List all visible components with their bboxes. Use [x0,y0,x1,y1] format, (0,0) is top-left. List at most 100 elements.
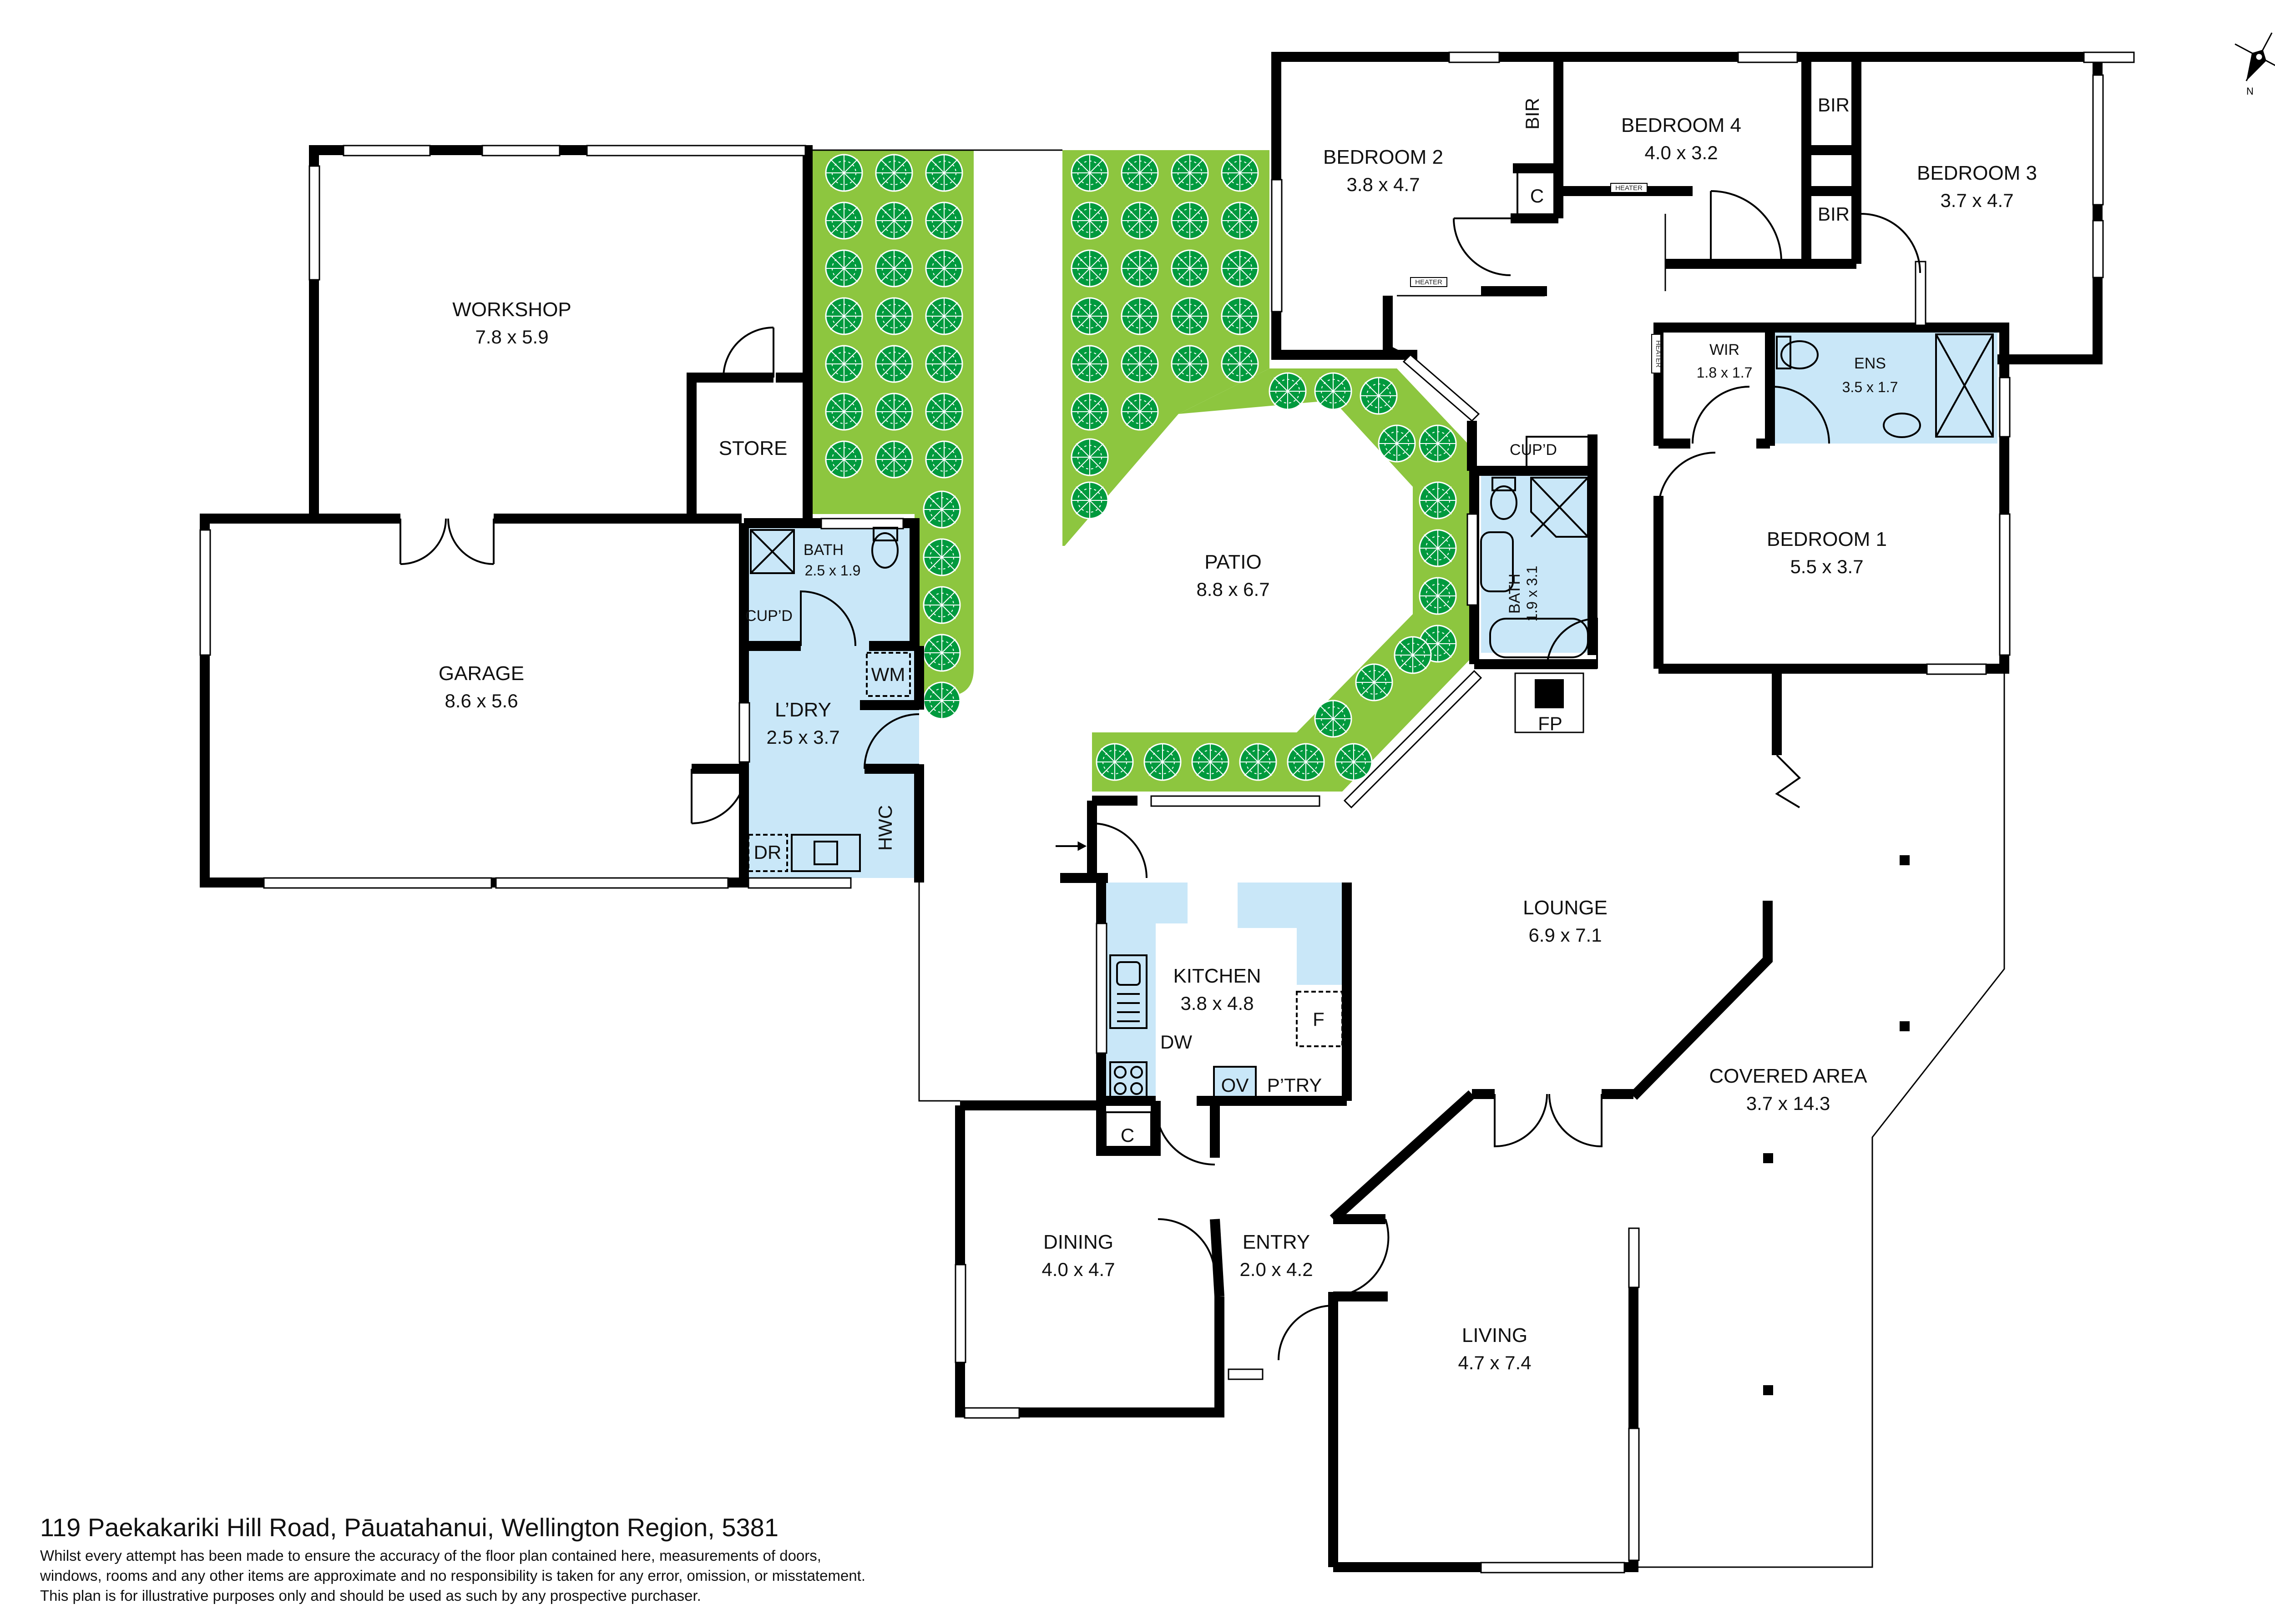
label-c: C [1121,1125,1134,1146]
room-name-kitchen: KITCHEN [1173,965,1261,987]
disclaimer: Whilst every attempt has been made to en… [40,1546,1041,1606]
shrub [825,393,863,431]
shrub [825,440,863,479]
shrub [1221,154,1259,192]
shrub [1143,743,1182,781]
shrub [925,297,963,335]
shrub [1071,345,1109,383]
label-ptry: P’TRY [1267,1074,1322,1096]
shrub [1071,202,1109,240]
room-dim-kitchen: 3.8 x 4.8 [1180,993,1254,1014]
fixture-labels: BIR BIR BIR C C WM HWC DR FP DW F OV P’T… [754,94,1850,1146]
shrub [1355,663,1393,701]
disclaimer-line: Whilst every attempt has been made to en… [40,1547,821,1564]
label-bir: BIR [1818,203,1850,225]
shrub [1171,202,1209,240]
room-dim-laundry: 2.5 x 3.7 [766,726,839,748]
shrub [1221,249,1259,287]
label-wm: WM [871,664,905,685]
room-name-cupd: CUP’D [745,607,793,625]
shrub [1269,372,1307,410]
label-bir: BIR [1818,94,1850,116]
room-dim-bedroom-3: 3.7 x 4.7 [1940,190,2013,211]
heater-label: HEATER [1615,184,1643,192]
shrub [1171,345,1209,383]
shrub [1378,424,1416,463]
windows [199,51,2135,1574]
room-name-entry: ENTRY [1243,1231,1310,1253]
covered-area-posts [1763,855,1910,1395]
compass-icon [2235,32,2275,81]
room-name-bedroom-3: BEDROOM 3 [1917,162,2037,184]
shrub [925,345,963,383]
wall-break-symbol [1775,754,1801,808]
room-dim-ens: 3.5 x 1.7 [1842,379,1898,395]
shrub [1071,393,1109,431]
shrub [1121,297,1159,335]
shrub [1239,743,1277,781]
room-name-garage: GARAGE [439,662,524,685]
label-fp: FP [1538,713,1562,734]
shrub [923,586,961,624]
covered-area-outline [808,149,2005,1568]
shrub [1394,636,1432,674]
room-name-store: STORE [719,437,788,459]
room-dim-bath: 2.5 x 1.9 [805,562,861,579]
room-name-patio: PATIO [1204,551,1262,573]
shrub [1191,743,1229,781]
shrub [875,440,913,479]
shrub [1314,700,1352,738]
shrub [1121,345,1159,383]
shrub [925,154,963,192]
label-hwc: HWC [875,805,896,851]
shrub [1071,481,1109,519]
shrub [1171,297,1209,335]
shrub [923,681,961,720]
compass-label: N [2246,86,2254,97]
shrub [1419,529,1457,567]
shrub [1071,154,1109,192]
shrub [1121,393,1159,431]
shrub [825,154,863,192]
shrub [1221,345,1259,383]
shrub [1171,154,1209,192]
shrub [923,490,961,529]
shrub [925,202,963,240]
shrub [1314,372,1352,410]
room-dim-bedroom-4: 4.0 x 3.2 [1644,142,1718,163]
shrub [875,249,913,287]
room-dim-patio: 8.8 x 6.7 [1196,579,1269,600]
shrub [825,297,863,335]
room-name-lounge: LOUNGE [1523,897,1608,919]
shrub [1171,249,1209,287]
heaters [1410,183,1661,373]
room-name-living: LIVING [1462,1324,1527,1347]
window-arrows [1056,291,2103,1348]
room-name-cupd-2: CUP’D [1510,441,1557,459]
disclaimer-line: This plan is for illustrative purposes o… [40,1587,701,1604]
shrub [875,202,913,240]
room-name-bedroom-1: BEDROOM 1 [1767,528,1887,550]
room-dim-living: 4.7 x 7.4 [1458,1352,1531,1373]
shrub [1221,297,1259,335]
room-name-bedroom-2: BEDROOM 2 [1323,146,1443,168]
heater-label: HEATER [1654,340,1662,368]
shrub [1287,743,1325,781]
shrub [1071,249,1109,287]
shrub [925,440,963,479]
room-dim-bedroom-1: 5.5 x 3.7 [1790,556,1863,577]
shrub [1071,297,1109,335]
room-dim-bedroom-2: 3.8 x 4.7 [1346,174,1420,195]
room-dim-dining: 4.0 x 4.7 [1041,1259,1115,1280]
room-name-bedroom-4: BEDROOM 4 [1621,114,1741,136]
shrub [925,393,963,431]
room-dim-garage: 8.6 x 5.6 [445,690,518,711]
shrub [1121,249,1159,287]
shrub [875,297,913,335]
shrub [1071,438,1109,476]
shrub [1360,377,1398,415]
shrub [825,345,863,383]
shrub [925,249,963,287]
shrub [1419,481,1457,519]
